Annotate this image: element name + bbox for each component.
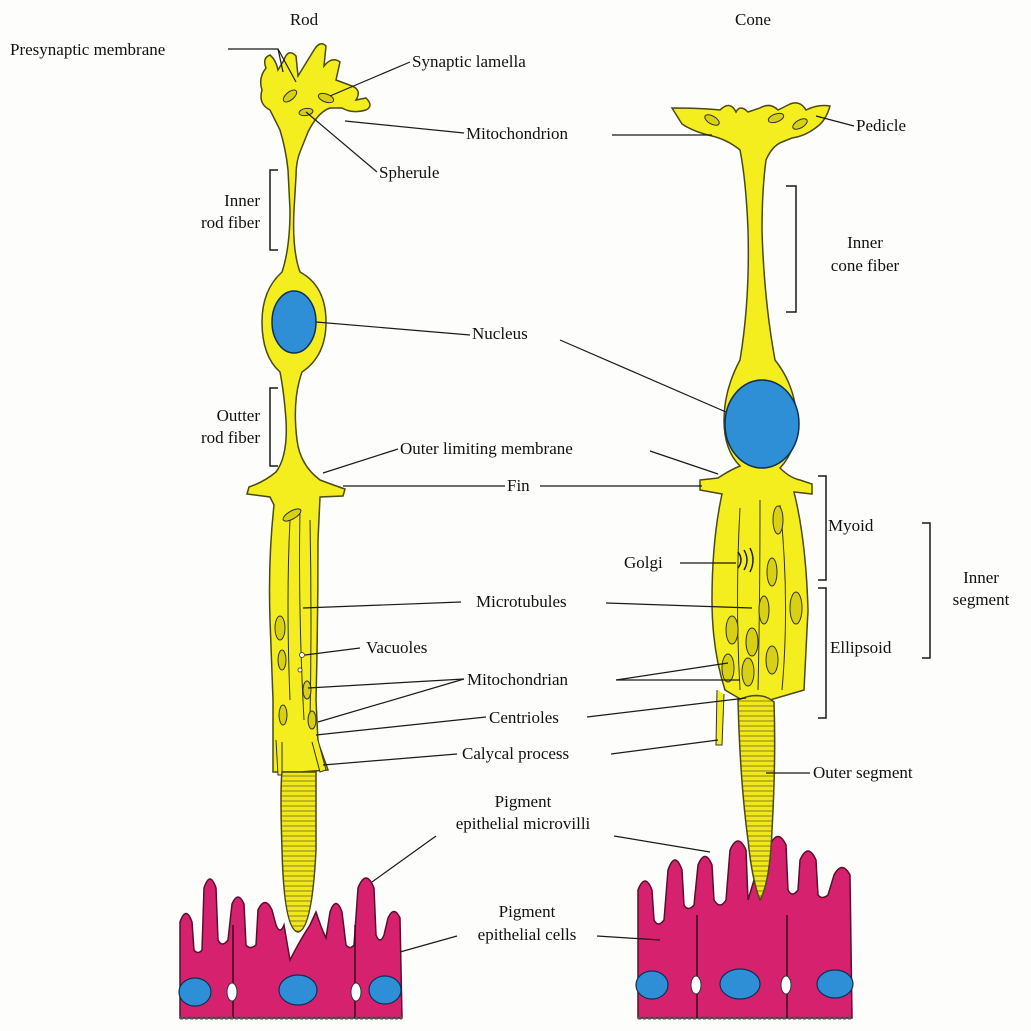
label-vacuoles: Vacuoles xyxy=(366,638,427,658)
label-fin: Fin xyxy=(507,476,530,496)
label-microtubules: Microtubules xyxy=(476,592,567,612)
cone-cell xyxy=(672,103,830,900)
label-calycal-process: Calycal process xyxy=(462,744,569,764)
label-nucleus: Nucleus xyxy=(472,324,528,344)
label-myoid: Myoid xyxy=(828,516,873,536)
label-outter-rod-fiber-line1: Outter xyxy=(160,406,260,426)
label-presynaptic-membrane: Presynaptic membrane xyxy=(10,40,165,60)
cone-pigment-epithelium xyxy=(636,837,853,1019)
label-mitochondrion: Mitochondrion xyxy=(466,124,568,144)
label-inner-rod-fiber-line2: rod fiber xyxy=(160,213,260,233)
label-outter-rod-fiber-line2: rod fiber xyxy=(160,428,260,448)
label-pigment-cells-line2: epithelial cells xyxy=(452,925,602,945)
label-inner-cone-fiber-line1: Inner xyxy=(815,233,915,253)
rod-cell xyxy=(247,44,370,932)
label-spherule: Spherule xyxy=(379,163,439,183)
label-synaptic-lamella: Synaptic lamella xyxy=(412,52,526,72)
rod-title: Rod xyxy=(284,10,324,30)
label-pigment-cells-line1: Pigment xyxy=(452,902,602,922)
label-outer-limiting-membrane: Outer limiting membrane xyxy=(400,439,573,459)
label-pigment-microvilli-line1: Pigment xyxy=(428,792,618,812)
label-inner-segment-line2: segment xyxy=(936,590,1026,610)
label-pedicle: Pedicle xyxy=(856,116,906,136)
label-mitochondrian: Mitochondrian xyxy=(467,670,568,690)
label-pigment-microvilli-line2: epithelial microvilli xyxy=(428,814,618,834)
label-ellipsoid: Ellipsoid xyxy=(830,638,891,658)
label-inner-cone-fiber-line2: cone fiber xyxy=(815,256,915,276)
label-inner-segment-line1: Inner xyxy=(936,568,1026,588)
label-inner-rod-fiber-line1: Inner xyxy=(160,191,260,211)
label-centrioles: Centrioles xyxy=(489,708,559,728)
cone-title: Cone xyxy=(728,10,778,30)
label-outer-segment: Outer segment xyxy=(813,763,913,783)
label-golgi: Golgi xyxy=(624,553,663,573)
